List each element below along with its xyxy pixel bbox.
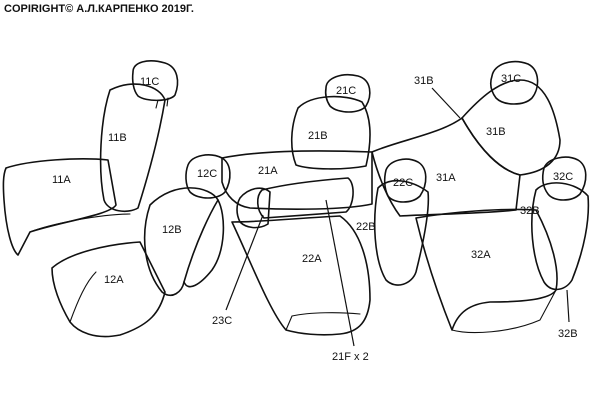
headrest-22C: [383, 158, 427, 203]
label-32A: 32A: [471, 249, 491, 261]
headrest-21C: [324, 73, 371, 113]
label-23C: 23C: [212, 315, 232, 327]
label-21B: 21B: [308, 130, 328, 142]
label-31A: 31A: [436, 172, 456, 184]
cushion-32A-edge: [451, 289, 557, 334]
label-21A: 21A: [258, 165, 278, 177]
label-31C: 31C: [501, 73, 521, 85]
label-32B: 32B: [520, 205, 540, 217]
backrest-21B: [290, 95, 371, 170]
label-12B: 12B: [162, 224, 182, 236]
leader-21F: [325, 199, 355, 347]
cushion-12A-edge: [69, 271, 97, 323]
cushion-12A: [51, 241, 166, 338]
backrest-21A: [221, 150, 373, 210]
label-31B-outer: 31B: [414, 75, 434, 87]
label-11A: 11A: [52, 174, 71, 186]
label-12A: 12A: [104, 274, 124, 286]
headrest-31C: [490, 60, 539, 105]
backrest-12B-side: [183, 199, 225, 288]
label-32C: 32C: [553, 171, 573, 183]
headrest-11C-post: [155, 97, 169, 109]
leader-32B: [566, 289, 570, 323]
cushion-11A-edge: [29, 213, 131, 233]
headrest-11C: [131, 60, 179, 102]
label-21F: 21F x 2: [332, 351, 369, 363]
backrest-31B: [461, 79, 561, 176]
leader-31B: [431, 87, 461, 119]
armrest-21F: [256, 177, 354, 219]
cushion-11A: [2, 158, 117, 256]
headrest-12C: [185, 154, 231, 199]
backrest-31A: [371, 117, 521, 217]
label-22C: 22C: [393, 177, 413, 189]
label-11B: 11B: [108, 132, 127, 144]
backrest-12B: [143, 187, 219, 297]
armrest-23C: [236, 187, 271, 229]
leader-23C: [225, 214, 264, 311]
headrest-32C: [542, 156, 587, 201]
backrest-22B: [373, 180, 430, 286]
copyright-notice: COPIRIGHT© А.Л.КАРПЕНКО 2019Г.: [4, 3, 194, 15]
label-22A: 22A: [302, 253, 322, 265]
cushion-32A: [415, 208, 558, 331]
label-12C: 12C: [197, 168, 217, 180]
cushion-22A: [231, 215, 371, 336]
backrest-32B: [531, 182, 590, 291]
label-11C: 11C: [140, 76, 159, 88]
label-21C: 21C: [336, 85, 356, 97]
label-31B: 31B: [486, 126, 506, 138]
label-32B-outer: 32B: [558, 328, 578, 340]
cushion-22A-edge: [285, 312, 361, 331]
label-22B: 22B: [356, 221, 376, 233]
backrest-11B: [99, 83, 166, 213]
